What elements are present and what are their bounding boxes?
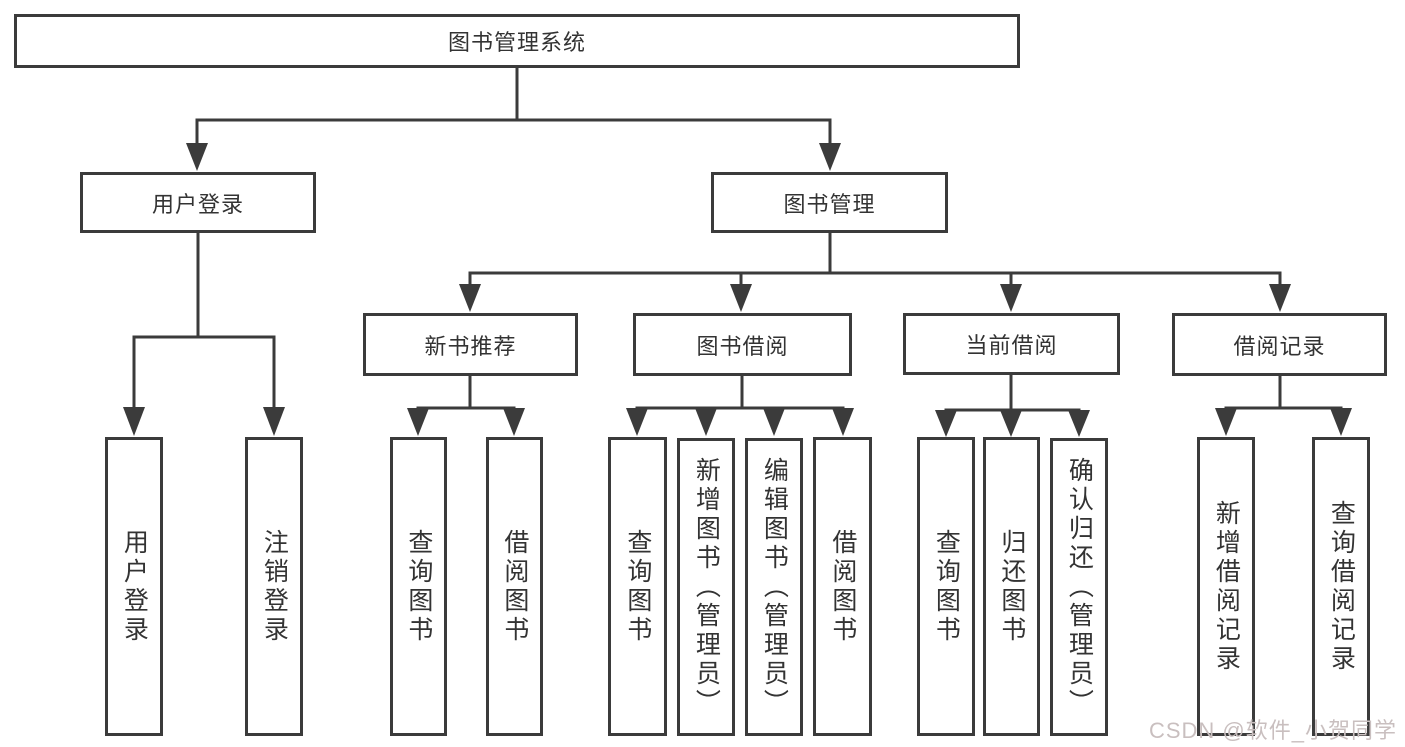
leaf-add-book-admin-label: 新增图书（管理员） [692,456,721,718]
leaf-add-book-admin: 新增图书（管理员） [677,438,735,736]
node-book-management-label: 图书管理 [783,191,876,217]
leaf-add-borrow-record-label: 新增借阅记录 [1212,499,1241,674]
node-book-borrow-label: 图书借阅 [696,333,789,359]
leaf-confirm-return-admin: 确认归还（管理员） [1050,438,1108,736]
leaf-edit-book-admin: 编辑图书（管理员） [745,438,803,736]
leaf-borrow-query-book-label: 查询图书 [623,528,652,645]
node-book-management: 图书管理 [711,172,948,233]
leaf-logout-label: 注销登录 [260,528,289,645]
connector-paths [132,67,1343,412]
node-borrow-records-label: 借阅记录 [1233,333,1326,359]
leaf-recommend-query-book-label: 查询图书 [404,528,433,645]
leaf-recommend-borrow-book: 借阅图书 [486,437,543,736]
leaf-current-query-book: 查询图书 [917,437,975,736]
leaf-edit-book-admin-label: 编辑图书（管理员） [760,456,789,718]
node-current-borrow-label: 当前借阅 [965,333,1058,358]
leaf-borrow-query-book: 查询图书 [608,437,667,736]
node-current-borrow: 当前借阅 [903,313,1120,375]
node-user-login-label: 用户登录 [151,191,244,217]
leaf-query-borrow-record: 查询借阅记录 [1312,437,1370,736]
leaf-current-query-book-label: 查询图书 [932,528,961,645]
leaf-recommend-query-book: 查询图书 [390,437,447,736]
node-user-login: 用户登录 [80,172,316,233]
node-borrow-records: 借阅记录 [1172,313,1387,376]
leaf-return-book-label: 归还图书 [997,528,1026,645]
node-root-label: 图书管理系统 [447,30,586,55]
node-root: 图书管理系统 [14,14,1020,68]
leaf-user-login: 用户登录 [105,437,163,736]
leaf-add-borrow-record: 新增借阅记录 [1197,437,1255,736]
arrowheads [123,143,1352,437]
leaf-return-book: 归还图书 [983,437,1040,736]
leaf-query-borrow-record-label: 查询借阅记录 [1327,499,1356,674]
leaf-borrow-book: 借阅图书 [813,437,872,736]
node-new-book-recommend: 新书推荐 [363,313,578,376]
leaf-user-login-label: 用户登录 [120,528,149,645]
leaf-confirm-return-admin-label: 确认归还（管理员） [1065,456,1094,718]
leaf-recommend-borrow-book-label: 借阅图书 [500,528,529,645]
node-new-book-recommend-label: 新书推荐 [424,333,517,359]
node-book-borrow: 图书借阅 [633,313,852,376]
leaf-borrow-book-label: 借阅图书 [828,528,857,645]
leaf-logout: 注销登录 [245,437,303,736]
